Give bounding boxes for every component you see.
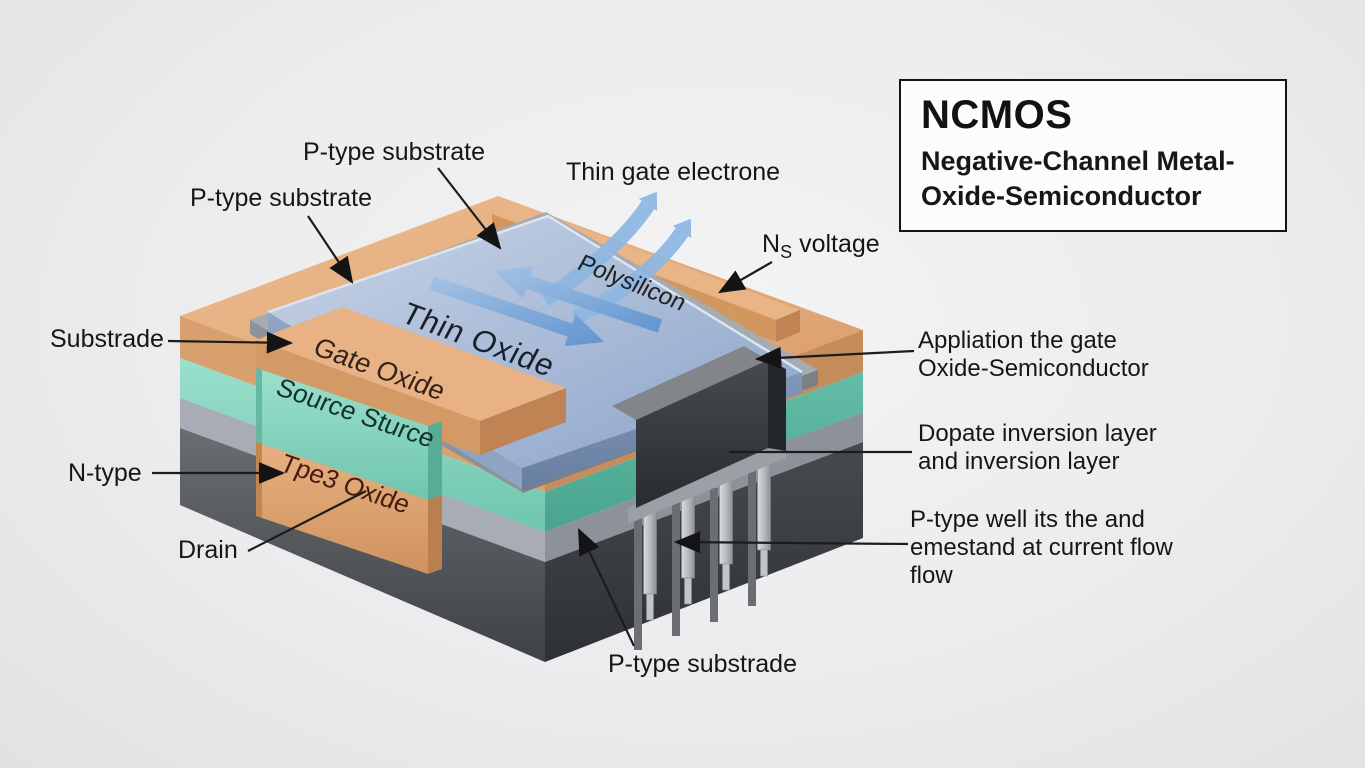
title-subtitle: Negative-Channel Metal- Oxide-Semiconduc… <box>921 144 1265 214</box>
dark-layer-right-face <box>545 442 863 662</box>
gate-stack <box>256 307 566 574</box>
leader-right1 <box>754 346 915 369</box>
pin-1 <box>643 501 657 621</box>
curved-flow-arrow <box>571 227 689 325</box>
callout-right-2: Dopate inversion layer and inversion lay… <box>918 420 1157 476</box>
leader-ns-voltage <box>718 261 773 294</box>
callout-right-2-line1: Dopate inversion layer <box>918 420 1157 447</box>
drain-block-end <box>428 495 442 574</box>
callout-drain: Drain <box>178 536 238 564</box>
callout-substrate-top: P-type substrate <box>303 138 486 166</box>
back-pin <box>672 500 680 636</box>
package-right-face <box>768 360 786 451</box>
leader-substrate-left <box>307 215 354 284</box>
back-pin <box>634 512 642 650</box>
ns-symbol: N <box>762 230 781 258</box>
leader-substrate-top <box>437 167 502 250</box>
pin-4 <box>757 449 771 577</box>
callout-right-1: Appliation the gate Oxide-Semiconductor <box>918 327 1149 383</box>
back-pin <box>710 488 718 622</box>
title-subtitle-line2: Oxide-Semiconductor <box>921 181 1202 211</box>
title-subtitle-line1: Negative-Channel Metal- <box>921 146 1235 176</box>
source-block-front <box>262 370 428 500</box>
package-ledge <box>628 442 786 524</box>
electron-flow-arrows <box>429 191 692 347</box>
callout-bottom-substrade: P-type substrade <box>608 650 797 678</box>
callout-thin-gate: Thin gate electrone <box>566 158 781 186</box>
leader-bottom-substrade <box>578 528 635 647</box>
callout-substrade: Substrade <box>50 325 164 353</box>
ns-word: voltage <box>799 230 880 258</box>
source-block-left-edge <box>256 368 262 444</box>
source-block-end <box>428 421 442 500</box>
callout-right-3-line3: flow <box>910 562 953 589</box>
leader-lines <box>152 167 915 647</box>
gate-oxide-top <box>256 307 566 421</box>
thin-oxide-edge-highlight <box>267 214 803 374</box>
title-acronym: NCMOS <box>921 93 1073 137</box>
left-pointing-arrow <box>494 266 663 333</box>
back-pin <box>748 460 756 606</box>
callout-right-1-line1: Appliation the gate <box>918 327 1117 354</box>
polysilicon-bar-end <box>776 310 800 342</box>
curved-flow-arrowhead <box>638 191 658 212</box>
callout-right-1-line2: Oxide-Semiconductor <box>918 355 1149 382</box>
callout-right-3: P-type well its the and emestand at curr… <box>910 506 1173 590</box>
callout-substrate-left: P-type substrate <box>190 184 373 212</box>
leader-drain <box>247 490 367 552</box>
ns-subscript: S <box>780 242 793 262</box>
package-top-face <box>612 346 768 420</box>
callout-ntype: N-type <box>68 459 142 487</box>
callout-right-3-line1: P-type well its the and <box>910 506 1145 533</box>
package-and-pins <box>612 346 786 650</box>
right-pointing-arrow <box>429 276 604 347</box>
drain-block-front <box>262 444 428 574</box>
title-box: NCMOS Negative-Channel Metal- Oxide-Semi… <box>899 79 1287 232</box>
leader-substrade <box>167 331 294 354</box>
callout-right-2-line2: and inversion layer <box>918 448 1120 475</box>
drain-block-left-edge <box>256 442 262 518</box>
leader-right3 <box>673 531 909 554</box>
callout-right-3-line2: emestand at current flow <box>910 534 1173 561</box>
gate-oxide-end <box>480 388 566 455</box>
package-front-face <box>636 360 768 508</box>
curved-flow-arrowhead <box>672 218 692 239</box>
